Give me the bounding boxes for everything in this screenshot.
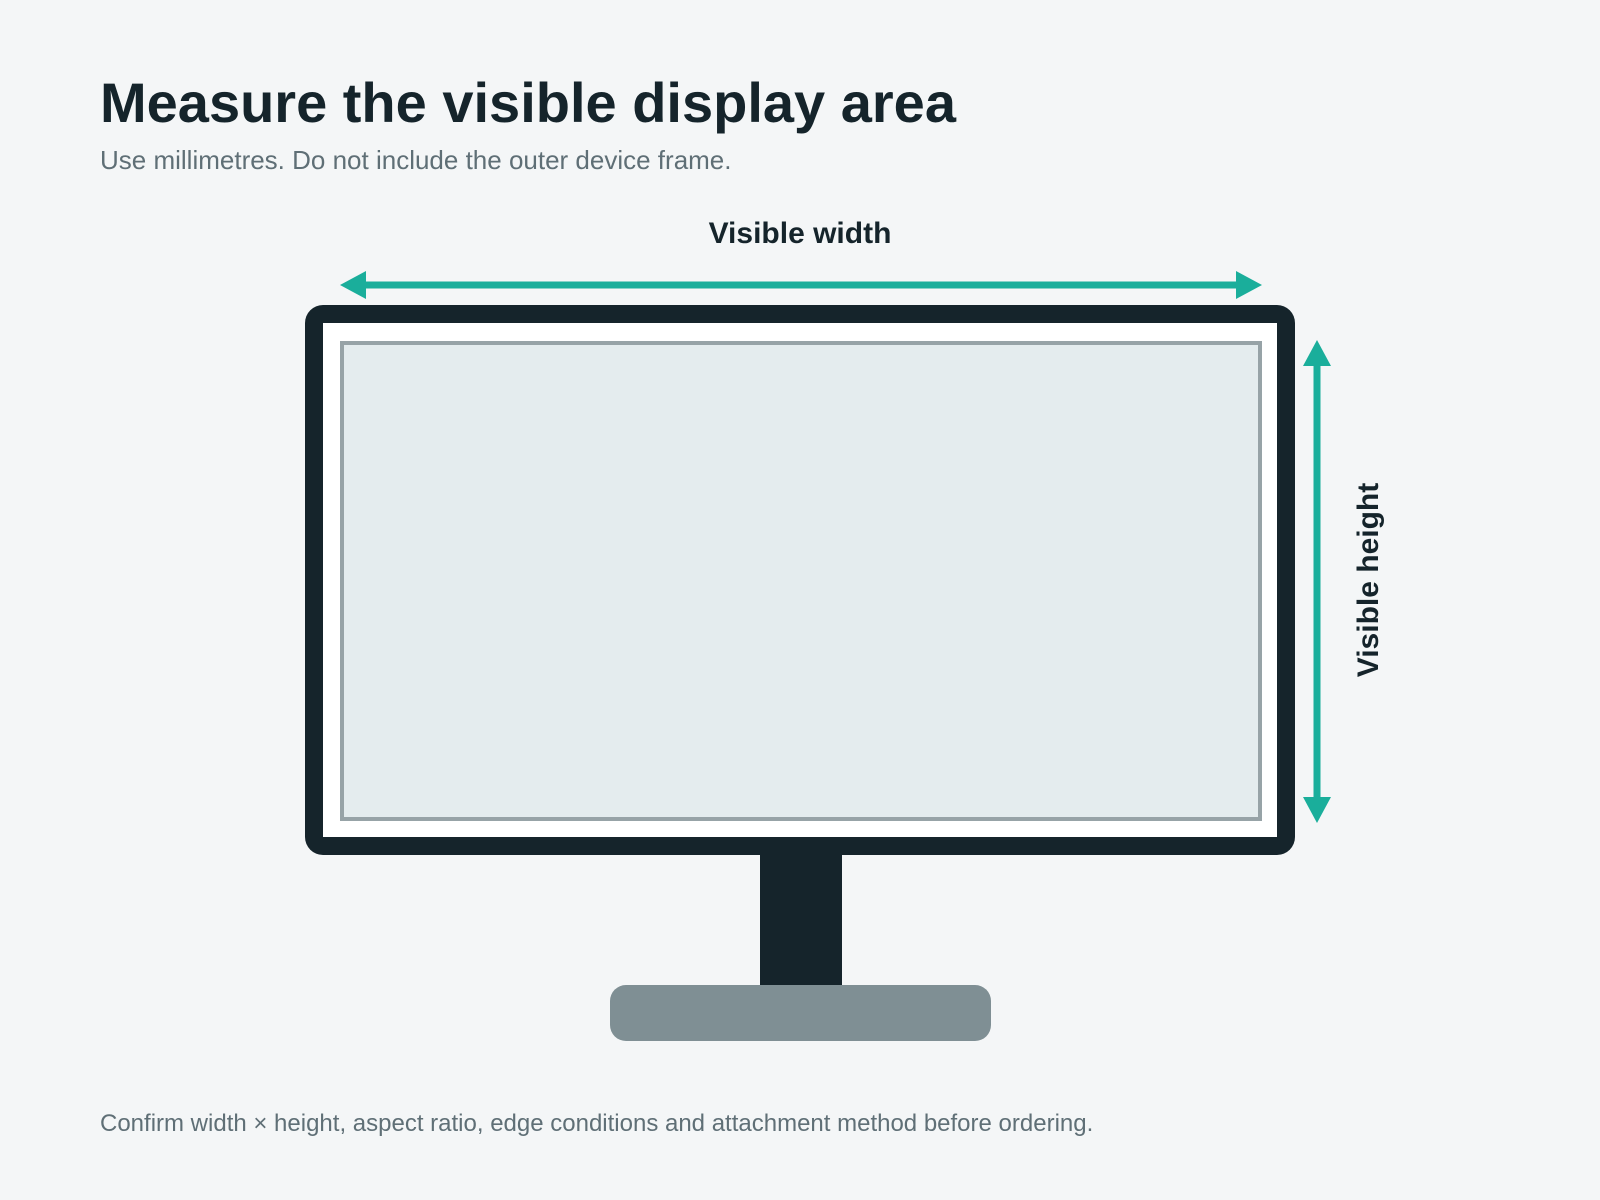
page-subtitle: Use millimetres. Do not include the oute… (100, 145, 732, 175)
width-arrowhead-right (1236, 271, 1262, 299)
ordering-footnote: Confirm width × height, aspect ratio, ed… (100, 1110, 1094, 1137)
width-arrow (340, 271, 1262, 299)
visible-height-label: Visible height (1352, 483, 1385, 678)
height-arrowhead-bottom (1303, 797, 1331, 823)
monitor-base (610, 985, 991, 1041)
page-title: Measure the visible display area (100, 71, 956, 134)
height-arrow (1303, 340, 1331, 823)
width-arrowhead-left (340, 271, 366, 299)
height-arrowhead-top (1303, 340, 1331, 366)
monitor-stand-neck (760, 850, 842, 990)
visible-width-label: Visible width (709, 217, 892, 250)
visible-display-area (340, 341, 1262, 821)
